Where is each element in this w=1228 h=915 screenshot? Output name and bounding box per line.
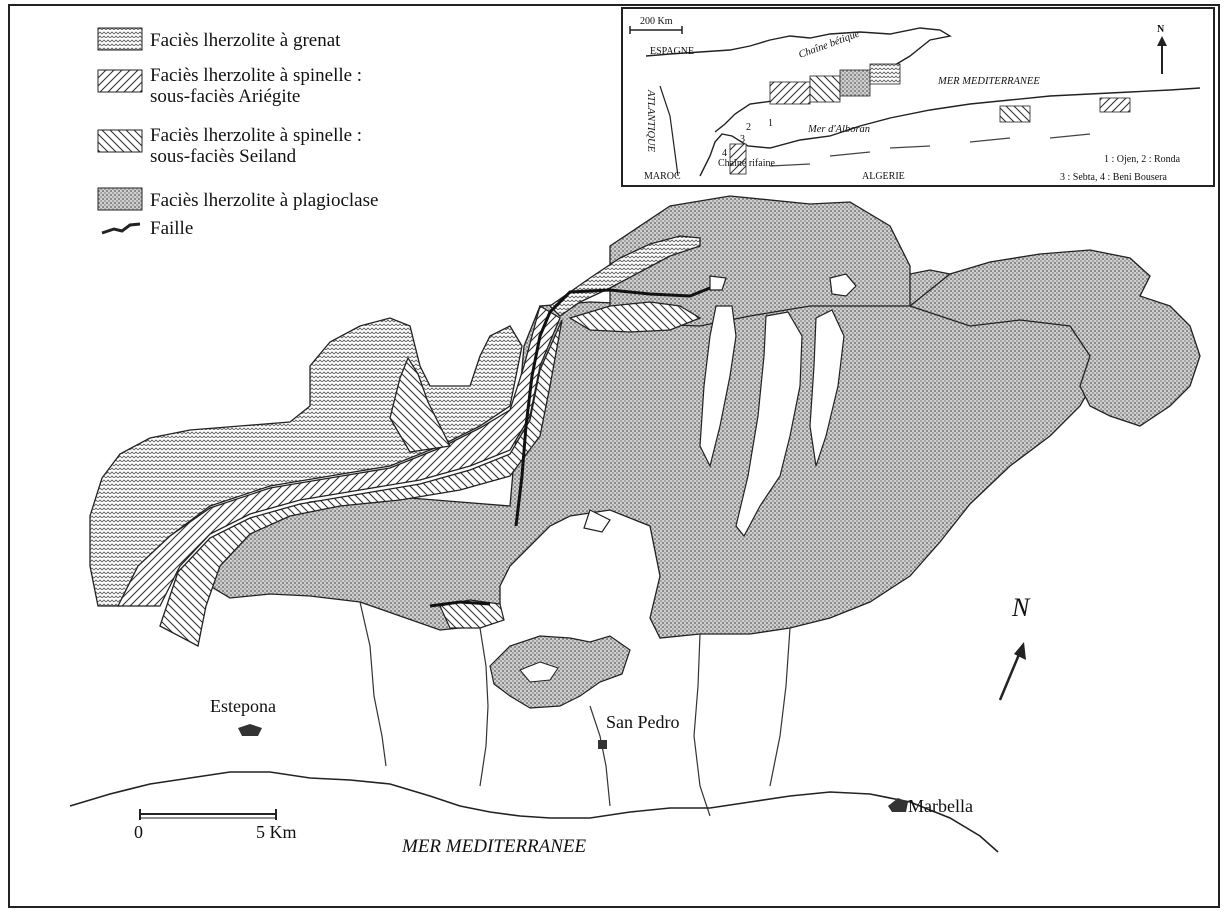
legend-item-ariegite: Faciès lherzolite à spinelle : sous-faci… (97, 65, 362, 107)
inset-num-3: 3 (740, 134, 745, 145)
inset-scale-bar: 200 Km (629, 16, 683, 34)
inset-key-line2: 3 : Sebta, 4 : Beni Bousera (1060, 172, 1167, 183)
geologic-map: Faciès lherzolite à grenat Faciès lherzo… (69, 7, 1215, 857)
town-marbella: Marbella (888, 796, 973, 816)
legend-label-fault: Faille (150, 218, 193, 239)
zone-ariegite (116, 304, 561, 607)
legend-item-grenat: Faciès lherzolite à grenat (97, 27, 341, 51)
inset-key-line1: 1 : Ojen, 2 : Ronda (1104, 154, 1181, 165)
inset-label-algerie: ALGERIE (862, 171, 905, 182)
legend: Faciès lherzolite à grenat Faciès lherzo… (97, 27, 378, 239)
scale-label-end: 5 Km (256, 822, 297, 842)
town-estepona: Estepona (210, 696, 276, 736)
inset-label-mer-med: MER MEDITERRANEE (937, 76, 1040, 87)
inset-num-4: 4 (722, 148, 727, 159)
sea-label: MER MEDITERRANEE (401, 836, 587, 857)
north-label: N (1011, 593, 1031, 622)
inset-map: 200 Km N ESPAGNE Chaîne bétique MER MEDI… (621, 7, 1215, 187)
legend-item-seiland: Faciès lherzolite à spinelle : sous-faci… (97, 125, 362, 167)
massif (89, 195, 1201, 709)
coastline (69, 771, 999, 853)
scale-bar: 0 5 Km (134, 809, 297, 842)
town-label-marbella: Marbella (908, 796, 973, 816)
inset-label-alboran: Mer d'Alboran (807, 124, 870, 135)
scale-label-zero: 0 (134, 822, 143, 842)
legend-label-ariegite-2: sous-faciès Ariégite (150, 86, 300, 107)
legend-label-seiland-2: sous-faciès Seiland (150, 146, 297, 167)
town-san-pedro: San Pedro (598, 712, 680, 749)
legend-label-grenat: Faciès lherzolite à grenat (150, 30, 341, 51)
zone-grenat-north (548, 235, 701, 317)
north-arrow-icon: N (998, 593, 1031, 701)
inset-label-maroc: MAROC (644, 171, 681, 182)
legend-item-plagioclase: Faciès lherzolite à plagioclase (97, 187, 378, 211)
inset-label-espagne: ESPAGNE (650, 46, 694, 57)
legend-item-fault: Faille (101, 218, 193, 239)
inset-label-atlantique: ATLANTIQUE (645, 89, 656, 153)
inset-north-label: N (1157, 24, 1165, 35)
inset-north-arrow-icon: N (1157, 24, 1167, 74)
town-label-estepona: Estepona (210, 696, 276, 716)
rivers (359, 601, 791, 817)
inset-label-chaine-rifaine: Chaîne rifaine (718, 158, 775, 169)
inset-scale-label: 200 Km (640, 16, 673, 27)
faults (429, 286, 711, 608)
legend-label-seiland-1: Faciès lherzolite à spinelle : (150, 125, 362, 146)
map-frame: Faciès lherzolite à grenat Faciès lherzo… (8, 4, 1220, 908)
legend-label-plagioclase: Faciès lherzolite à plagioclase (150, 190, 378, 211)
inset-num-1: 1 (768, 118, 773, 129)
zone-seiland (159, 319, 563, 647)
inset-num-2: 2 (746, 122, 751, 133)
legend-label-ariegite-1: Faciès lherzolite à spinelle : (150, 65, 362, 86)
town-label-san-pedro: San Pedro (606, 712, 680, 732)
